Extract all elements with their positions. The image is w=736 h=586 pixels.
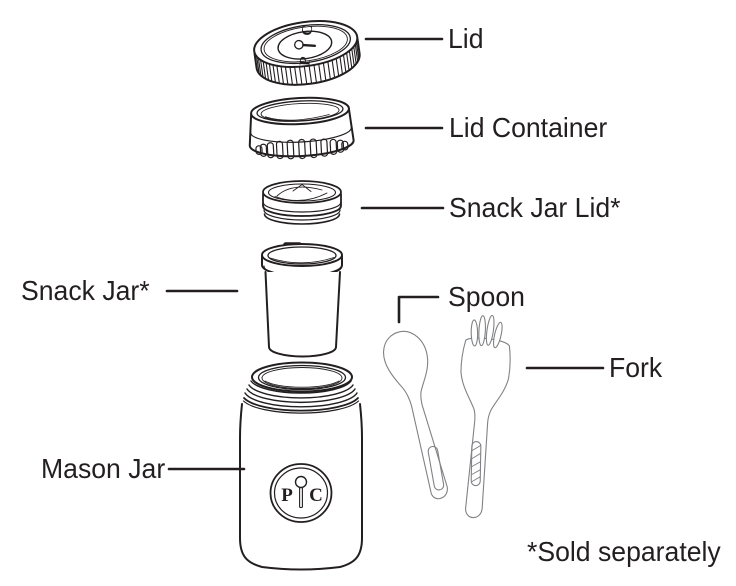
label-lid: Lid — [448, 23, 484, 54]
lid-graphic: P C — [253, 20, 361, 86]
snack-jar-body — [264, 271, 341, 358]
fork-tine — [485, 314, 495, 346]
label-mason-jar: Mason Jar — [41, 453, 166, 484]
snack-jar-lid-top — [262, 180, 342, 204]
footnote-sold-separately: *Sold separately — [527, 536, 721, 567]
snack-jar-graphic — [261, 242, 343, 358]
fork-tine — [470, 319, 479, 347]
fork-outline — [460, 337, 511, 519]
fork-graphic — [460, 314, 511, 519]
jar-logo-letter-c: C — [309, 485, 323, 506]
spoon-connector-line — [397, 295, 440, 324]
lid-container-rim — [250, 96, 350, 126]
spoon-handle-slot — [427, 445, 445, 491]
lid-logo-letter-c: C — [300, 24, 317, 36]
mason-jar-logo: P C — [269, 463, 333, 523]
lid-logo: P C — [294, 24, 317, 66]
fork-handle-slot — [470, 441, 482, 487]
jar-logo-letter-p: P — [281, 485, 293, 506]
lid-container-graphic — [248, 96, 355, 160]
lid-logo-letter-p: P — [297, 56, 314, 66]
lid-container-slots — [255, 138, 349, 160]
label-snack-jar-lid: Snack Jar Lid* — [449, 192, 621, 223]
fork-tine — [492, 321, 503, 349]
lid-container-band — [248, 108, 355, 158]
snack-jar-lid-graphic — [262, 180, 342, 225]
label-spoon: Spoon — [448, 281, 525, 312]
lid-ribs — [256, 41, 360, 86]
label-snack-jar: Snack Jar* — [21, 275, 150, 306]
label-fork: Fork — [609, 352, 663, 383]
snack-jar-lid-swirl — [274, 184, 328, 201]
fork-tine — [478, 315, 486, 347]
spoon-graphic — [383, 330, 448, 500]
mason-jar-threads — [244, 380, 358, 408]
spoon-outline — [383, 330, 448, 500]
label-lid-container: Lid Container — [449, 112, 608, 143]
mason-jar-graphic: P C — [239, 361, 363, 571]
mason-jar-body — [239, 403, 363, 571]
lid-logo-ring — [277, 30, 333, 60]
